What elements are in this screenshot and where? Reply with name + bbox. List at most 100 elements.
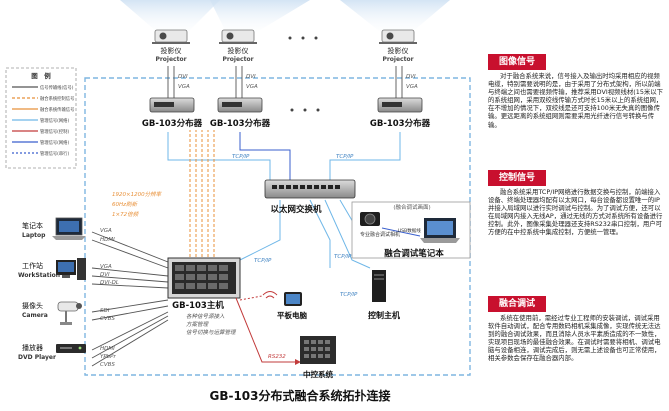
debug-laptop-icon [420, 218, 460, 243]
debug-screen-caption: (融合调试画面) [393, 203, 430, 211]
fusion-signal-links [189, 130, 215, 262]
ellipsis-dots [288, 36, 320, 112]
projector-label-en: Projector [222, 56, 253, 63]
host-note: 方案管理 [186, 321, 210, 328]
usb-cable [381, 227, 421, 237]
signal-label: CVBS [100, 316, 115, 322]
signal-label: HDMI [100, 346, 115, 352]
legend-item-label: 融合系统传输信号 [40, 106, 74, 113]
legend-box [5, 67, 77, 169]
usb-label: USB数据线 [398, 227, 421, 234]
legend-item-label: 信号传输线(信号) [40, 84, 74, 91]
camera-icon [57, 301, 82, 325]
signal-label: DVI [100, 272, 110, 278]
link-label: DVI [178, 74, 188, 80]
projector-1-icon [152, 29, 190, 44]
signal-label: VGA [100, 228, 112, 234]
switch-label: 以太网交换机 [270, 204, 322, 215]
rs232-link [235, 295, 301, 365]
projector-label-cn: 投影仪 [388, 46, 409, 55]
resolution-note: 1920×1200分辨率 [112, 191, 163, 198]
system-boundary [84, 77, 471, 376]
laptop-icon [52, 217, 86, 240]
tablet-icon [284, 292, 302, 306]
debug-camera-label: 专业融合调试相机 [360, 231, 400, 238]
projector-label-cn: 投影仪 [161, 46, 182, 55]
rs232-label: RS232 [268, 354, 286, 360]
resolution-note: 1×72倍频 [112, 211, 140, 218]
legend-title: 图 例 [31, 71, 51, 80]
resolution-note: 60Hz刷新 [112, 201, 139, 208]
debug-laptop-label: 融合调试笔记本 [384, 248, 444, 259]
signal-label: SDI [100, 308, 110, 314]
control-host-icon [372, 270, 386, 302]
network-links [167, 132, 401, 269]
link-label: DVI [406, 74, 416, 80]
link-label: VGA [246, 84, 258, 90]
signal-label: DVI-DL [100, 280, 119, 286]
link-label: VGA [406, 84, 418, 90]
panel-body-image-signal: 对于融合系统来说，信号接入及输出时均采用相应的视频电缆，特别需要说明的是，由于采… [488, 72, 664, 129]
source-label-en: Camera [22, 312, 48, 319]
central-control-label: 中控系统 [303, 369, 333, 379]
tcp-label: TCP/IP [334, 254, 352, 260]
ethernet-switch-icon [264, 179, 356, 199]
panel-heading-fusion-debug: 融合调试 [488, 296, 546, 312]
projector-2-icon [219, 29, 257, 44]
link-label: DVI [246, 74, 256, 80]
legend-item-label: 融合系统控制信号 [40, 95, 74, 102]
tcp-label: TCP/IP [254, 258, 272, 264]
distributor-1-icon [149, 97, 195, 113]
source-label-cn: 播放器 [22, 343, 43, 352]
host-label: GB-103主机 [172, 300, 224, 311]
panel-body-control-signal: 融合系统采用TCP/IP网络进行数据交换与控制，前端接入设备、终端处理器均配有以… [488, 188, 663, 237]
panel-heading-image-signal: 图像信号 [488, 54, 546, 70]
source-label-en: Laptop [22, 232, 46, 239]
distributor-label: GB-103分布器 [210, 118, 271, 129]
legend-swatches [12, 86, 38, 154]
projector-links [167, 66, 403, 98]
gb103-host-icon [167, 257, 241, 299]
legend-item-label: 管理信号(网络) [40, 117, 69, 124]
source-label-cn: 工作站 [22, 261, 43, 270]
source-links [91, 231, 169, 367]
dvd-player-icon [56, 344, 86, 353]
signal-label: VGA [100, 264, 112, 270]
link-label: VGA [178, 84, 190, 90]
wifi-icon [262, 291, 278, 299]
source-label-cn: 摄像头 [22, 301, 43, 310]
control-host-label: 控制主机 [368, 310, 400, 320]
tcp-label: TCP/IP [336, 154, 354, 160]
source-label-en: WorkStation [18, 272, 60, 279]
projector-label-en: Projector [382, 56, 413, 63]
signal-label: CVBS [100, 362, 115, 368]
source-label-cn: 笔记本 [22, 221, 43, 230]
projector-beam [340, 0, 450, 38]
distributor-2-icon [217, 97, 263, 113]
host-note: 信号切换与运算管理 [186, 329, 237, 336]
workstation-icon [56, 258, 86, 280]
legend-item-label: 管理信号(网络) [40, 139, 69, 146]
distributor-label: GB-103分布器 [370, 118, 431, 129]
signal-label: YPbPr [100, 354, 116, 360]
tcp-label: TCP/IP [232, 154, 250, 160]
projector-label-cn: 投影仪 [228, 46, 249, 55]
projector-beam [210, 0, 310, 38]
host-note: 各种信号源接入 [186, 313, 225, 320]
projector-3-icon [379, 29, 417, 44]
panel-heading-control-signal: 控制信号 [488, 170, 546, 186]
tcp-label: TCP/IP [340, 292, 358, 298]
distributor-label: GB-103分布器 [142, 118, 203, 129]
debug-camera-icon [360, 212, 380, 226]
panel-body-fusion-debug: 系统在使用前，需经过专业工程师的安装调试，调试采用软件自动调试，配合专用数码相机… [488, 314, 661, 363]
source-label-en: DVD Player [18, 354, 56, 361]
central-control-icon [300, 336, 336, 364]
page-title: GB-103分布式融合系统拓扑连接 [209, 388, 390, 403]
legend-item-label: 管理信号(串行) [40, 150, 69, 157]
signal-label: HDMI [100, 237, 115, 243]
legend-item-label: 管理信号(控制) [40, 128, 69, 135]
distributor-3-icon [377, 97, 423, 113]
projector-beam [120, 0, 220, 38]
tablet-label: 平板电脑 [277, 310, 307, 320]
